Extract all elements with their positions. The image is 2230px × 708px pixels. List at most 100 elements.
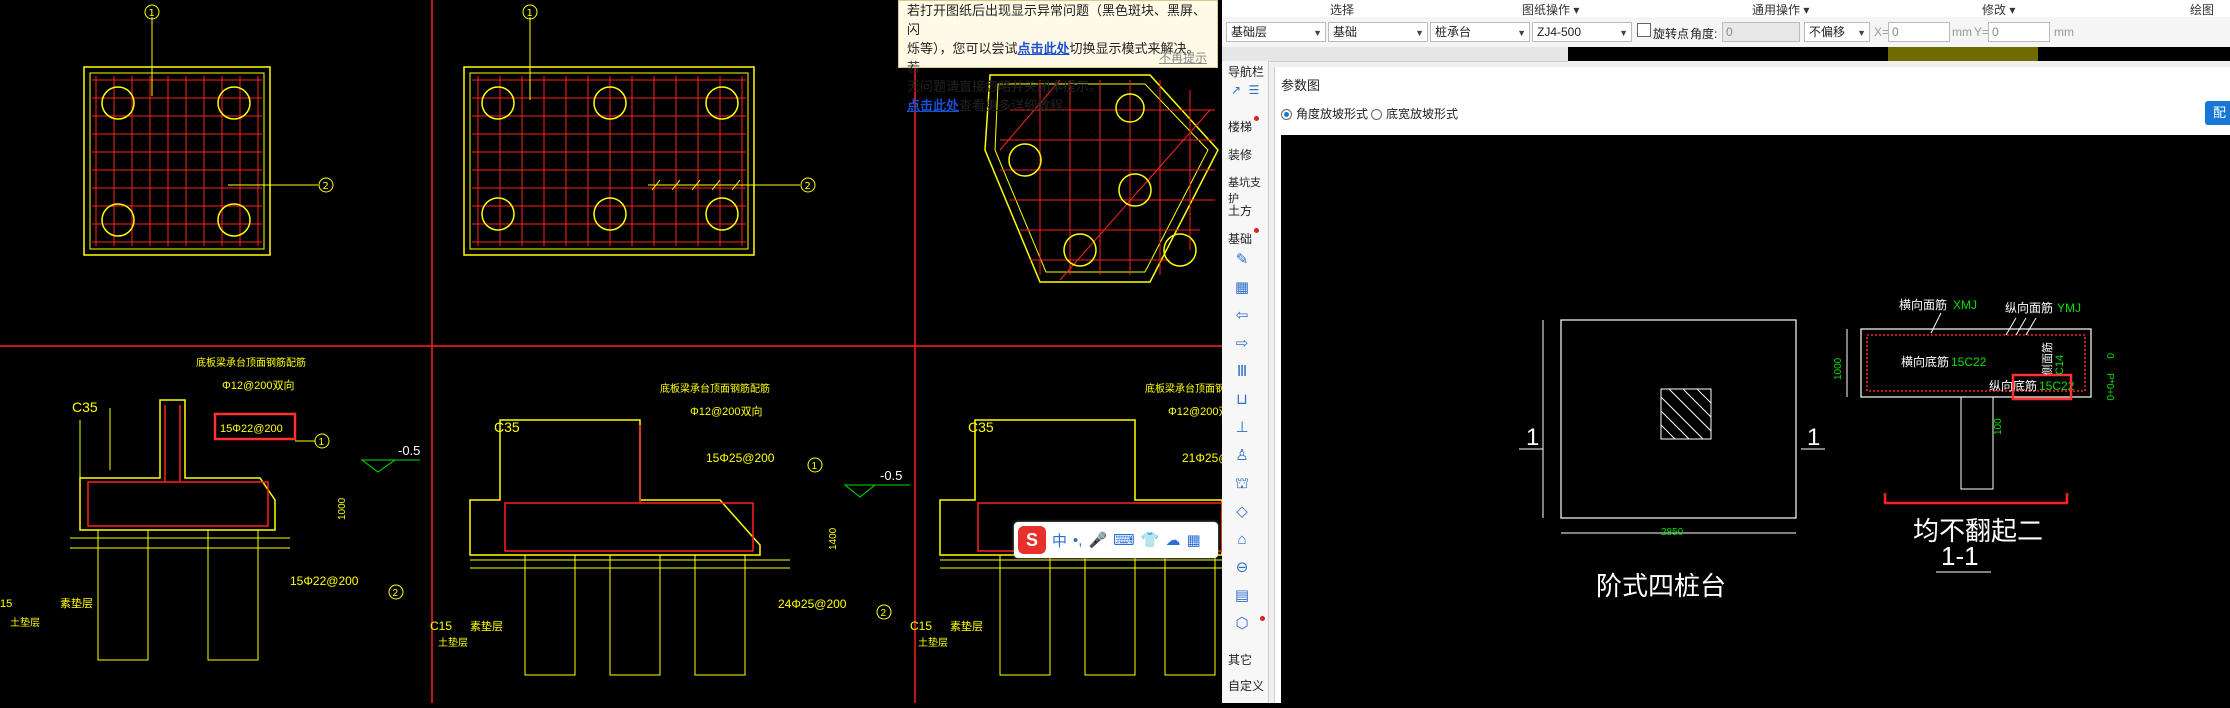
rebar-callout: 15Φ25@200 bbox=[706, 451, 775, 465]
column-icon[interactable]: Ⅲ bbox=[1236, 363, 1248, 380]
chevron-down-icon: ▼ bbox=[1415, 28, 1424, 38]
rebar-callout: 15Φ22@200 bbox=[220, 423, 283, 435]
angle-input[interactable]: 0 bbox=[1722, 22, 1800, 42]
panel-title: 参数图 bbox=[1281, 78, 1321, 93]
concrete-grade-label: C35 bbox=[72, 399, 98, 415]
rebar-callout: 15Φ22@200 bbox=[290, 574, 359, 588]
menu-drawing-ops[interactable]: 图纸操作 ▾ bbox=[1522, 3, 1580, 17]
nav-item-foundation[interactable]: 基础 bbox=[1228, 232, 1253, 246]
nav-item-decoration[interactable]: 装修 bbox=[1228, 148, 1253, 162]
offset-select[interactable]: 不偏移▼ bbox=[1804, 22, 1870, 42]
toolbox-icon[interactable]: ▦ bbox=[1186, 532, 1201, 549]
nav-item-stairs[interactable]: 楼梯 bbox=[1228, 120, 1253, 134]
sogou-logo-icon[interactable]: S bbox=[1018, 526, 1046, 554]
ime-mode-chinese[interactable]: 中 bbox=[1052, 532, 1068, 550]
svg-text:2: 2 bbox=[323, 181, 329, 192]
config-button[interactable]: 配 bbox=[2205, 101, 2230, 125]
export-icon[interactable]: ⇨ bbox=[1235, 335, 1249, 352]
pen-icon[interactable]: ✎ bbox=[1235, 251, 1249, 268]
status-dot bbox=[1254, 228, 1259, 233]
menu-modify[interactable]: 修改 ▾ bbox=[1982, 3, 2016, 17]
list-view-icon[interactable]: ☰ bbox=[1248, 83, 1260, 97]
highlight-box bbox=[2011, 373, 2073, 401]
mesh-icon[interactable]: ▤ bbox=[1234, 587, 1250, 604]
dont-show-again-link[interactable]: 不再提示 bbox=[1158, 51, 1207, 65]
nav-item-earthwork[interactable]: 土方 bbox=[1228, 204, 1253, 218]
cloud-icon[interactable]: ☁ bbox=[1165, 532, 1181, 549]
pile-cap-plan-3 bbox=[984, 74, 1219, 283]
rotate-point-checkbox[interactable] bbox=[1637, 23, 1651, 37]
cad-drawing-canvas[interactable]: 1 2 1 2 bbox=[0, 0, 1222, 703]
width-dimension: 2850 bbox=[1661, 527, 1684, 538]
parameter-diagram-panel: 参数图 角度放坡形式 底宽放坡形式 配 2850 1 1 阶式四桩台 bbox=[1274, 67, 2230, 703]
pin-icon[interactable]: ↗ bbox=[1230, 83, 1242, 97]
highlight-box bbox=[213, 412, 297, 441]
y-offset-input[interactable]: 0 bbox=[1988, 22, 2050, 42]
rebar-callout: 21Φ25@ bbox=[1182, 451, 1222, 465]
isolated-footing-icon[interactable]: ⌂ bbox=[1237, 531, 1247, 548]
footing-icon[interactable]: ⊥ bbox=[1235, 419, 1249, 436]
import-icon[interactable]: ⇦ bbox=[1235, 307, 1249, 324]
bottom-h-rebar-label: 横向底筋 bbox=[1901, 354, 1949, 369]
punctuation-icon[interactable]: •, bbox=[1073, 531, 1083, 549]
callout-number: 1 bbox=[319, 437, 325, 448]
tooltip-line: 无问题请直接忽略并关闭本提示。 bbox=[907, 79, 1103, 94]
tooltip-text: 烁等），您可以尝试 bbox=[907, 41, 1018, 56]
grid-icon[interactable]: ▦ bbox=[1234, 279, 1250, 296]
type-select[interactable]: 桩承台▼ bbox=[1430, 22, 1530, 42]
callout-number: 2 bbox=[881, 608, 887, 619]
radio-angle-slope[interactable]: 角度放坡形式 bbox=[1281, 105, 1368, 122]
concrete-grade-label: C15 bbox=[430, 619, 452, 633]
soil-label: 土垫层 bbox=[438, 636, 468, 649]
bottom-v-rebar-value: 15C22 bbox=[2039, 379, 2075, 393]
pile-cap-icon[interactable]: ◇ bbox=[1236, 503, 1248, 520]
callout-number: 2 bbox=[393, 588, 399, 599]
menu-common-ops[interactable]: 通用操作 ▾ bbox=[1752, 3, 1810, 17]
pile-icon[interactable]: ♙ bbox=[1235, 447, 1249, 464]
top-h-rebar-label: 横向面筋 bbox=[1899, 297, 1947, 312]
element-select[interactable]: ZJ4-500▼ bbox=[1532, 22, 1632, 42]
nav-item-custom[interactable]: 自定义 bbox=[1228, 679, 1265, 693]
drawing-tab-strip[interactable] bbox=[1222, 47, 1568, 62]
height-dimension: 1000 bbox=[1833, 357, 1844, 380]
bedding-label: 素垫层 bbox=[950, 619, 983, 633]
cylinder-icon[interactable]: ⊖ bbox=[1235, 559, 1249, 576]
nav-item-other[interactable]: 其它 bbox=[1228, 653, 1253, 667]
stepped-footing-icon[interactable]: ⛫ bbox=[1235, 475, 1249, 492]
ime-toolbar[interactable]: S 中 •, 🎤 ⌨ 👕 ☁ ▦ bbox=[1014, 522, 1218, 558]
layer-select[interactable]: 基础层 ▼ bbox=[1226, 22, 1326, 42]
rebar-note: 底板梁承台顶面钢筋配筋 bbox=[660, 382, 770, 395]
skin-icon[interactable]: 👕 bbox=[1140, 532, 1160, 549]
microphone-icon[interactable]: 🎤 bbox=[1088, 532, 1108, 549]
elevation-label: -0.5 bbox=[398, 443, 420, 458]
cube-icon[interactable]: ⬡ bbox=[1235, 615, 1249, 632]
chevron-down-icon: ▼ bbox=[1517, 28, 1526, 38]
mm-label: mm bbox=[1952, 25, 1972, 39]
section-title: 1-1 bbox=[1941, 541, 1979, 571]
menu-select[interactable]: 选择 bbox=[1330, 3, 1355, 17]
chevron-down-icon: ▼ bbox=[1313, 28, 1322, 38]
tutorial-link[interactable]: 点击此处 bbox=[907, 98, 960, 113]
layer-value: 基础层 bbox=[1231, 25, 1268, 39]
side-rebar-label: 侧面筋 bbox=[2040, 342, 2054, 375]
radio-width-slope[interactable]: 底宽放坡形式 bbox=[1371, 105, 1458, 122]
category-select[interactable]: 基础▼ bbox=[1328, 22, 1428, 42]
radio-selected-icon[interactable] bbox=[1281, 109, 1292, 120]
radio-unselected-icon[interactable] bbox=[1371, 109, 1382, 120]
keyboard-icon[interactable]: ⌨ bbox=[1113, 532, 1135, 549]
nav-item-excavation-support[interactable]: 基坑支护 bbox=[1228, 177, 1261, 205]
soil-label: 土垫层 bbox=[10, 616, 40, 629]
x-value: 0 bbox=[1892, 25, 1899, 39]
status-dot bbox=[1260, 616, 1265, 621]
svg-text:1: 1 bbox=[527, 8, 533, 19]
pile-cap-plan-1: 1 2 bbox=[83, 4, 334, 256]
parameter-diagram[interactable]: 2850 1 1 阶式四桩台 1000 横向面筋 XMJ 纵向面筋 YMJ 横向… bbox=[1281, 135, 2230, 703]
chevron-down-icon: ▼ bbox=[1857, 28, 1866, 38]
x-offset-input[interactable]: 0 bbox=[1888, 22, 1950, 42]
svg-text:1: 1 bbox=[149, 8, 155, 19]
y-value: 0 bbox=[1992, 25, 1999, 39]
trench-icon[interactable]: ⊔ bbox=[1236, 391, 1248, 408]
menu-draw[interactable]: 绘图 bbox=[2190, 3, 2215, 17]
chevron-down-icon: ▼ bbox=[1619, 28, 1628, 38]
switch-display-mode-link[interactable]: 点击此处 bbox=[1017, 41, 1070, 56]
